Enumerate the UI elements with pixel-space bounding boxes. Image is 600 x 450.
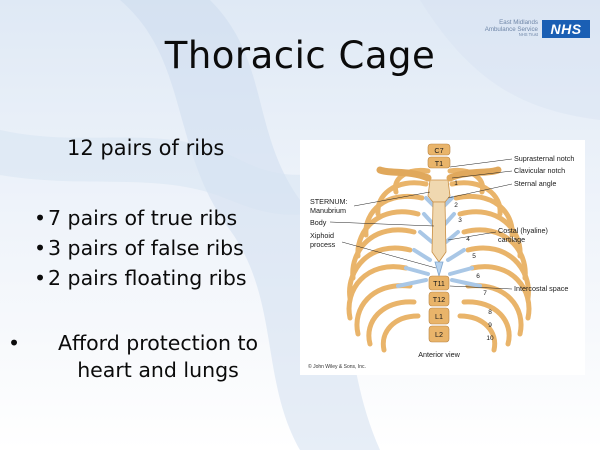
- intercostal-space-label: Intercostal space: [514, 284, 568, 293]
- list-item: •3 pairs of false ribs: [10, 233, 247, 263]
- xiphoid-label-1: Xiphoid: [310, 231, 334, 240]
- rib-number: 7: [483, 290, 487, 297]
- vertebra-label: T11: [433, 279, 445, 288]
- clavicular-notch-label: Clavicular notch: [514, 166, 565, 175]
- rib-types-list: •7 pairs of true ribs •3 pairs of false …: [10, 203, 247, 293]
- vertebra-label: T1: [435, 159, 443, 168]
- rib-number: 2: [454, 202, 458, 209]
- protection-point: • Afford protection to heart and lungs: [8, 330, 284, 384]
- vertebral-column: [427, 143, 451, 343]
- left-ribs: [346, 167, 431, 353]
- thoracic-cage-figure: C7 T1 T11 T12 L1 L2 Suprasternal notch C…: [300, 140, 585, 375]
- slide-title: Thoracic Cage: [164, 34, 436, 77]
- list-item-text: 2 pairs floating ribs: [48, 266, 247, 290]
- protection-text: Afford protection to heart and lungs: [57, 331, 259, 382]
- rib-cage-illustration: C7 T1 T11 T12 L1 L2 Suprasternal notch C…: [310, 143, 574, 359]
- clavicles: [376, 166, 502, 182]
- vertebra-label: T12: [433, 295, 445, 304]
- leader-lines: [329, 158, 513, 290]
- logo-line-3: NHS Trust: [518, 32, 538, 37]
- rib-number: 3: [458, 217, 462, 224]
- sternum: [427, 179, 451, 278]
- rib-number: 4: [466, 236, 470, 243]
- costal-cartilage: [396, 196, 482, 288]
- anterior-view-label: Anterior view: [418, 350, 460, 359]
- manubrium-label: Manubrium: [310, 206, 346, 215]
- nhs-badge: NHS: [542, 20, 590, 38]
- costal-cartilage-label-2: cartilage: [498, 235, 525, 244]
- bullet-glyph: •: [34, 236, 47, 260]
- rib-number: 8: [488, 309, 492, 316]
- logo-text: East Midlands Ambulance Service NHS Trus…: [484, 19, 538, 37]
- list-item-text: 3 pairs of false ribs: [48, 236, 244, 260]
- rib-number: 6: [476, 273, 480, 280]
- costal-cartilage-label-1: Costal (hyaline): [498, 226, 548, 235]
- right-ribs: [447, 167, 532, 353]
- vertebra-label: L1: [435, 312, 443, 321]
- figure-credit: © John Wiley & Sons, Inc.: [308, 364, 366, 370]
- logo-line-2: Ambulance Service: [484, 25, 538, 33]
- xiphoid-label-2: process: [310, 240, 336, 249]
- vertebra-label: L2: [435, 330, 443, 339]
- sternum-label: STERNUM:: [310, 197, 348, 206]
- bullet-glyph: •: [34, 266, 47, 290]
- bullet-glyph: •: [34, 206, 47, 230]
- vertebra-label: C7: [434, 146, 443, 155]
- sternal-angle-label: Sternal angle: [514, 179, 556, 188]
- suprasternal-notch-label: Suprasternal notch: [514, 154, 574, 163]
- list-item-text: 7 pairs of true ribs: [48, 206, 238, 230]
- bullet-glyph: •: [8, 331, 21, 355]
- list-item: •7 pairs of true ribs: [10, 203, 247, 233]
- rib-number: 9: [488, 322, 492, 329]
- logo-line-1: East Midlands: [499, 19, 538, 26]
- rib-number: 10: [486, 335, 494, 342]
- rib-number: 1: [454, 180, 458, 187]
- sternum-body-label: Body: [310, 218, 327, 227]
- ribs-subheading: 12 pairs of ribs: [67, 136, 225, 160]
- rib-number: 5: [472, 253, 476, 260]
- list-item: •2 pairs floating ribs: [10, 263, 247, 293]
